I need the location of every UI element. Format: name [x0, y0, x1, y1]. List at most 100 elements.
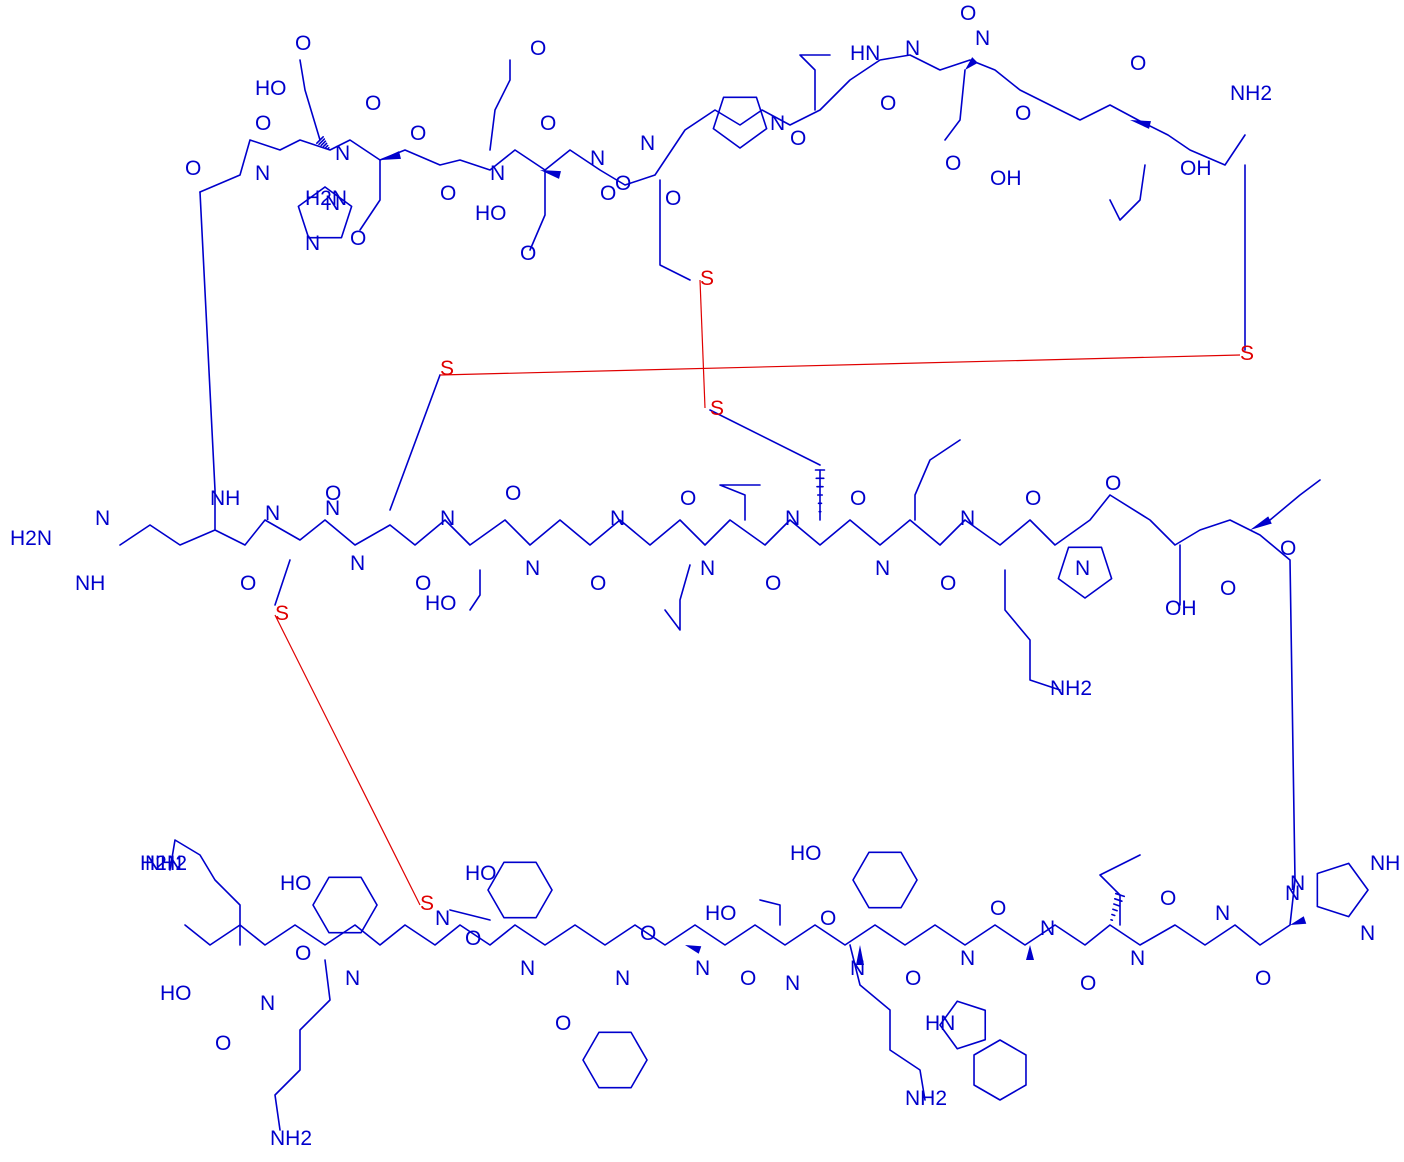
atom-label: O: [530, 37, 546, 60]
atom-label: O: [295, 32, 311, 55]
atom-label: HO: [160, 982, 192, 1005]
arginine-side-chain: [119, 524, 216, 546]
atom-label: N: [260, 992, 275, 1015]
atom-label: O: [640, 922, 656, 945]
atom-label: N: [350, 552, 365, 575]
atom-label: H2N: [140, 852, 182, 875]
lysine-side-chain-3: [274, 959, 331, 1131]
atom-label: N: [770, 112, 785, 135]
atom-label: N: [255, 162, 270, 185]
backbone-row2: [199, 191, 1296, 881]
atom-label: N: [435, 907, 450, 930]
bond-layer: [119, 54, 1369, 1131]
atom-label: O: [1160, 887, 1176, 910]
tyrosine-ring-4: [582, 1031, 648, 1089]
valine-side-chain-top: [799, 54, 831, 111]
backbone-row1: [199, 54, 1246, 193]
atom-label: O: [1280, 537, 1296, 560]
atom-label: O: [765, 572, 781, 595]
atom-label: N: [325, 497, 340, 520]
atom-label: O: [520, 242, 536, 265]
stereo-hash-3: [316, 136, 324, 144]
aspartate-side-chain: [299, 59, 321, 141]
atom-label: O: [415, 572, 431, 595]
cysteine-side-chain-1: [659, 179, 691, 281]
stereo-wedge-5: [1290, 916, 1307, 925]
valine-side-chain: [719, 484, 761, 521]
atom-label: NH: [210, 487, 240, 510]
atom-label: HN: [850, 42, 880, 65]
atom-label: O: [990, 897, 1006, 920]
stereo-hash-3: [327, 147, 330, 150]
lysine-side-chain-1: [1004, 569, 1061, 691]
tyrosine-ring-3: [852, 851, 918, 909]
atom-label: O: [1130, 52, 1146, 75]
atom-label: N: [1290, 872, 1305, 895]
atom-label: O: [1105, 472, 1121, 495]
atom-label: N: [1285, 882, 1300, 905]
tyrosine-ring-1: [312, 876, 378, 934]
sulfur-atom-label: S: [1240, 342, 1254, 365]
atom-label: N: [975, 27, 990, 50]
atom-label: OH: [990, 167, 1022, 190]
tyrosine-ring-2: [487, 861, 553, 919]
atom-label: HO: [705, 902, 737, 925]
serine-side-chain-2: [759, 899, 781, 926]
atom-label: O: [1015, 102, 1031, 125]
sulfur-atom-label: S: [275, 602, 289, 625]
atom-label: O: [590, 572, 606, 595]
atom-label: N: [335, 142, 350, 165]
atom-label: O: [740, 967, 756, 990]
cysteine-s-link: [709, 409, 821, 466]
indole-benzene-ring: [973, 1039, 1027, 1101]
stereo-wedge-1: [1130, 120, 1151, 129]
sulfur-atom-label: S: [440, 357, 454, 380]
atom-label: N: [1215, 902, 1230, 925]
atom-label: NH2: [145, 852, 187, 875]
leucine-side-chain-3: [1269, 479, 1321, 521]
aspartate-side-chain-2: [529, 169, 546, 251]
atom-label: O: [185, 157, 201, 180]
glutamate-side-chain-2: [489, 59, 511, 151]
atom-label: O: [790, 127, 806, 150]
atom-label: OH: [1180, 157, 1212, 180]
atom-label: HO: [475, 202, 507, 225]
atom-label: N: [325, 192, 340, 215]
atom-label: NH2: [1230, 82, 1272, 105]
atom-label: HN: [925, 1012, 955, 1035]
atom-label: N: [490, 162, 505, 185]
disulfide-bond-layer: [274, 279, 1241, 906]
atom-label: N: [960, 507, 975, 530]
atom-label: O: [240, 572, 256, 595]
stereo-hash-3: [318, 138, 326, 146]
stereo-hash-3: [322, 142, 328, 148]
atom-label: O: [665, 187, 681, 210]
atom-label: N: [1130, 947, 1145, 970]
atom-label: N: [1075, 557, 1090, 580]
atom-label: HO: [280, 872, 312, 895]
atom-label: O: [465, 927, 481, 950]
atom-label: NH2: [270, 1127, 312, 1150]
isoleucine-side-chain-2: [1099, 854, 1141, 926]
atom-label: O: [1025, 487, 1041, 510]
atom-label: O: [880, 92, 896, 115]
atom-label: O: [615, 172, 631, 195]
atom-label: N: [640, 132, 655, 155]
atom-label: HO: [790, 842, 822, 865]
stereo-wedge-4: [380, 151, 401, 160]
proline-ring-3: [1057, 546, 1113, 599]
atom-label: O: [600, 182, 616, 205]
indole-pyrrole-ring: [939, 1000, 987, 1050]
atom-label: OH: [1165, 597, 1197, 620]
stereo-hash-2: [1113, 898, 1123, 902]
stereo-hash-2: [1114, 892, 1126, 898]
atom-label: HO: [465, 862, 497, 885]
atom-label: O: [905, 967, 921, 990]
atom-label: N: [615, 967, 630, 990]
serine-side-chain: [469, 569, 481, 611]
atom-label: O: [350, 227, 366, 250]
stereo-hash-3: [324, 144, 329, 149]
atom-label: N: [785, 972, 800, 995]
